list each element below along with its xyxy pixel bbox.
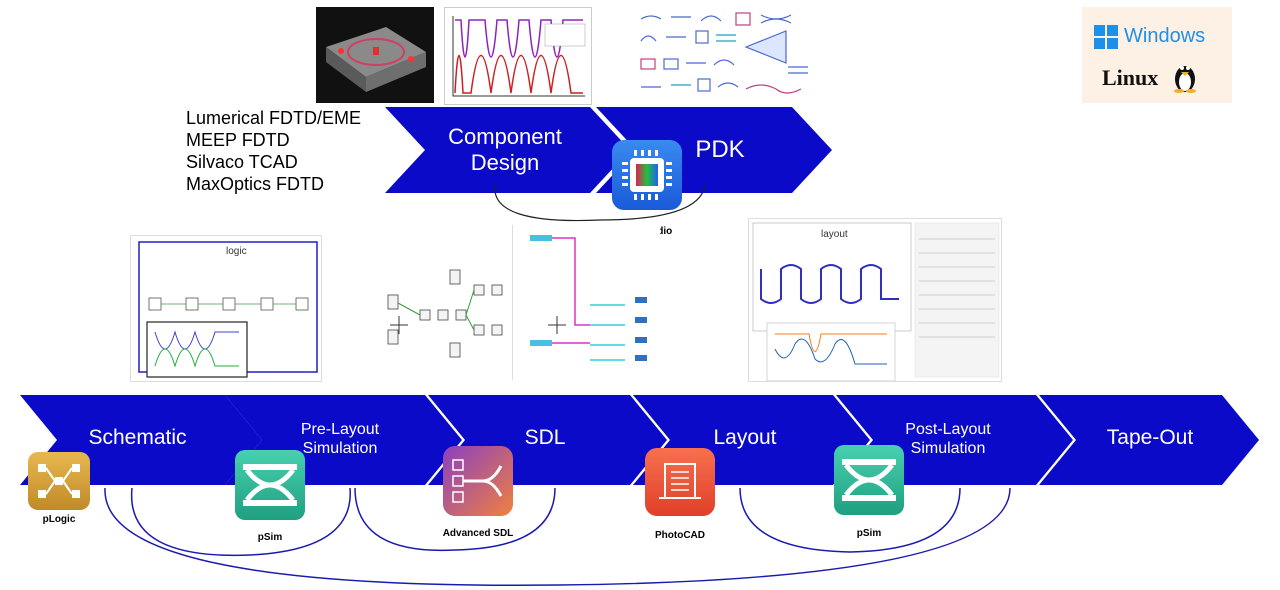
psim-label-pre: pSim	[257, 532, 283, 543]
pdk-label: PDK	[695, 136, 745, 163]
windows-label: Windows	[1124, 25, 1206, 47]
plogic-icon[interactable]	[28, 452, 90, 510]
linux-label: Linux	[1102, 65, 1159, 90]
component-line2: Design	[470, 150, 540, 175]
advanced-sdl-icon[interactable]	[443, 446, 513, 516]
coupler-icon-2	[842, 459, 896, 501]
spectrum-curves	[452, 16, 586, 97]
tool-meep: MEEP FDTD	[186, 130, 290, 150]
psim-label-post: pSim	[856, 528, 882, 539]
pre-layout-label: Pre-Layout Simulation	[270, 420, 410, 458]
psim-icon-post[interactable]	[834, 445, 904, 515]
pre-layout-line1: Pre-Layout	[300, 421, 380, 438]
tapeout-loop	[104, 487, 1011, 586]
simulation-tools-list: Lumerical FDTD/EME MEEP FDTD Silvaco TCA…	[186, 107, 361, 195]
advanced-sdl-label: Advanced SDL	[442, 528, 514, 539]
schematic-label: Schematic	[88, 426, 187, 449]
component-pdk-loop	[494, 184, 706, 222]
os-support-box: Windows Linux	[1082, 7, 1232, 103]
coupler-icon	[243, 464, 297, 506]
layout-title: layout	[821, 229, 848, 240]
chip-icon	[622, 150, 672, 200]
plogic-label: pLogic	[42, 514, 76, 525]
fdtd-3d-thumbnail	[316, 7, 434, 103]
logic-schematic-thumbnail: logic	[130, 235, 322, 382]
network-nodes-icon	[38, 464, 80, 498]
photocad-label: PhotoCAD	[655, 530, 705, 541]
post-layout-line2: Simulation	[910, 440, 986, 457]
tool-maxoptics: MaxOptics FDTD	[186, 174, 325, 194]
layout-label: Layout	[713, 426, 777, 449]
windows-logo-icon	[1094, 25, 1118, 49]
postsim-loop	[739, 487, 961, 553]
tapeout-label: Tape-Out	[1106, 426, 1194, 449]
pdk-library-thumbnail	[636, 7, 812, 103]
layout-thumbnail: layout	[748, 218, 1002, 382]
post-layout-line1: Post-Layout	[905, 421, 991, 438]
layout-chip-icon	[659, 463, 701, 499]
tool-silvaco: Silvaco TCAD	[186, 152, 298, 172]
logic-schematic-image	[138, 241, 318, 378]
presim-loop	[130, 487, 351, 557]
sdl-label: SDL	[524, 426, 566, 449]
tool-lumerical: Lumerical FDTD/EME	[186, 108, 362, 128]
spectrum-plot-thumbnail	[444, 7, 592, 105]
component-design-label: Component Design	[430, 124, 580, 176]
psim-icon-pre[interactable]	[235, 450, 305, 520]
sdl-circuit-image	[387, 225, 647, 380]
logic-title: logic	[226, 246, 247, 257]
component-design-chevron	[385, 107, 630, 193]
photocad-icon[interactable]	[645, 448, 715, 516]
sdl-loop	[354, 487, 556, 552]
sdl-circuit-thumbnail	[380, 225, 660, 380]
post-layout-label: Post-Layout Simulation	[878, 420, 1018, 458]
tapeout-chevron	[1039, 395, 1259, 485]
pre-layout-line2: Simulation	[302, 440, 378, 457]
pic-studio-icon[interactable]	[612, 140, 682, 210]
pdk-components	[640, 12, 808, 94]
fdtd-device-image	[326, 27, 426, 92]
component-line1: Component	[448, 124, 562, 149]
layout-image	[752, 222, 1000, 382]
tux-penguin-icon	[1174, 66, 1196, 93]
sdl-flow-icon	[452, 459, 503, 503]
